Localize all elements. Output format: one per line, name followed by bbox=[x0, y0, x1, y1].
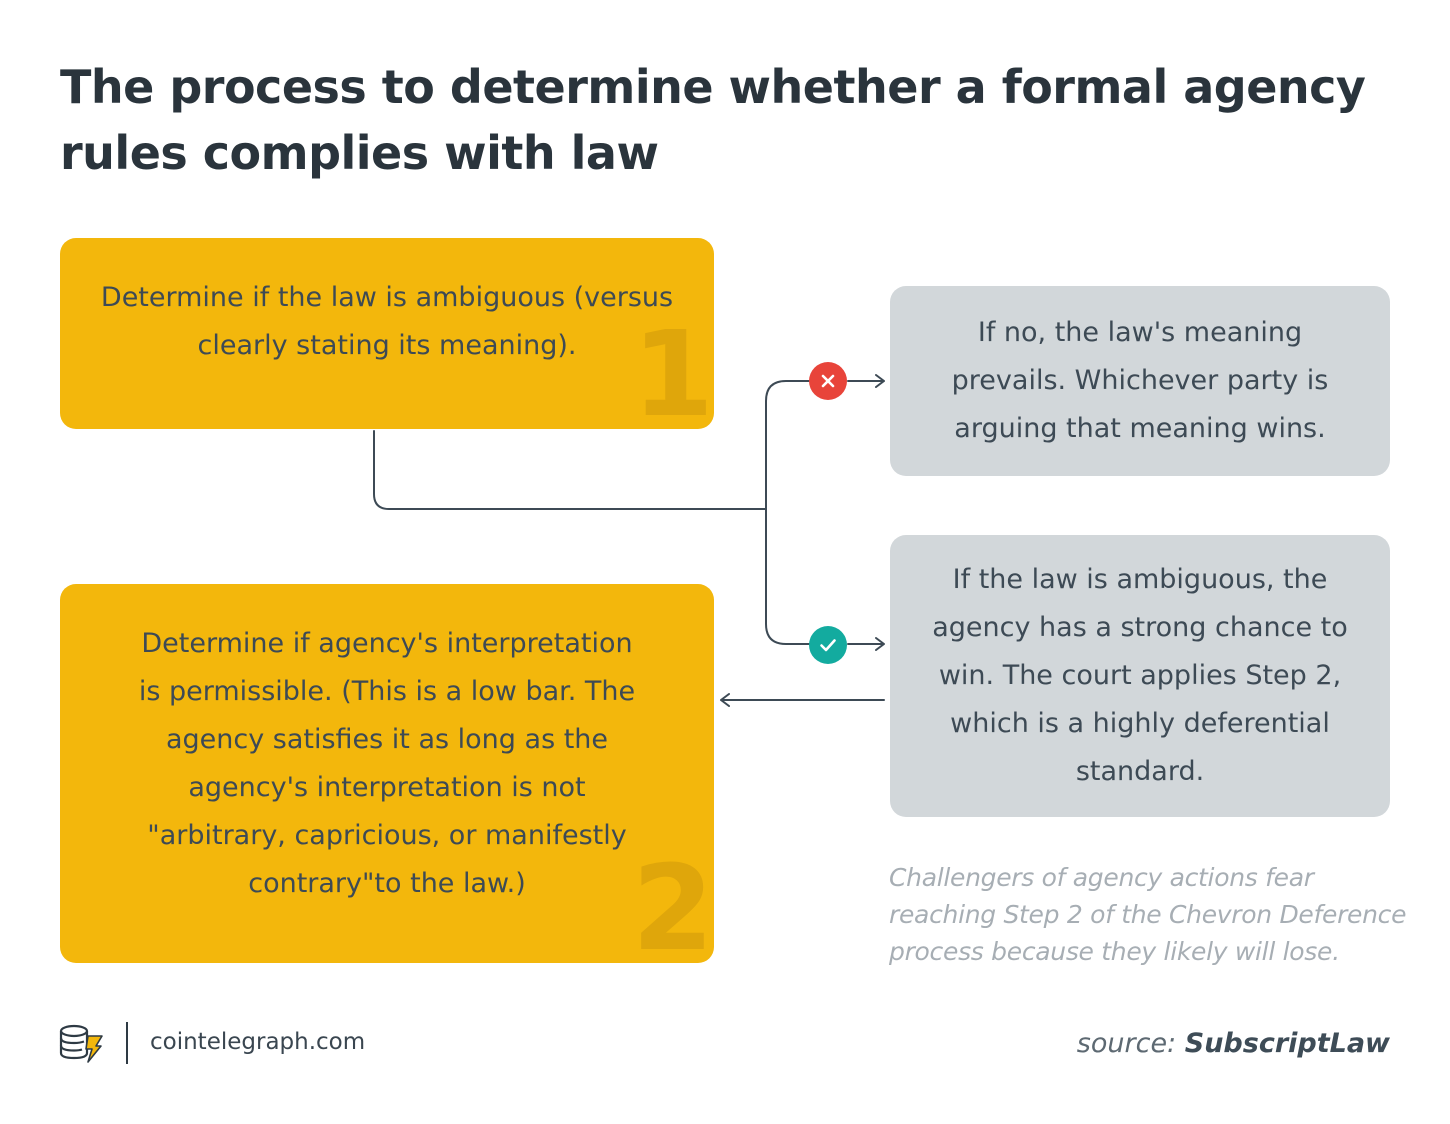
source-credit: source: SubscriptLaw bbox=[1077, 1024, 1390, 1064]
source-label: source: bbox=[1076, 1028, 1177, 1059]
cointelegraph-logo-icon bbox=[58, 1022, 104, 1064]
arrow-to-outcome-yes bbox=[847, 637, 885, 651]
step-1-box: Determine if the law is ambiguous (versu… bbox=[60, 238, 714, 429]
footer-site-link[interactable]: cointelegraph.com bbox=[150, 1029, 366, 1055]
connector-step1-to-junction bbox=[373, 430, 767, 510]
arrow-to-step-2 bbox=[720, 693, 885, 707]
page-title: The process to determine whether a forma… bbox=[60, 60, 1366, 180]
outcome-yes-text: If the law is ambiguous, the agency has … bbox=[932, 564, 1348, 787]
source-name: SubscriptLaw bbox=[1184, 1028, 1390, 1059]
footnote: Challengers of agency actions fear reach… bbox=[889, 863, 1407, 966]
outcome-no-text: If no, the law's meaning prevails. Which… bbox=[951, 317, 1329, 444]
connector-branch-trunk bbox=[765, 380, 811, 645]
step-2-text: Determine if agency's interpretation is … bbox=[138, 627, 636, 899]
footer-divider bbox=[126, 1022, 128, 1064]
outcome-yes-box: If the law is ambiguous, the agency has … bbox=[890, 535, 1390, 817]
step-2-box: Determine if agency's interpretation is … bbox=[60, 584, 714, 963]
outcome-no-box: If no, the law's meaning prevails. Which… bbox=[890, 286, 1390, 476]
cross-icon bbox=[809, 362, 847, 400]
step-1-text: Determine if the law is ambiguous (versu… bbox=[100, 281, 674, 361]
step-1-number: 1 bbox=[631, 305, 714, 429]
arrow-to-outcome-no bbox=[847, 374, 885, 388]
step-2-number: 2 bbox=[631, 839, 714, 963]
check-icon bbox=[809, 626, 847, 664]
